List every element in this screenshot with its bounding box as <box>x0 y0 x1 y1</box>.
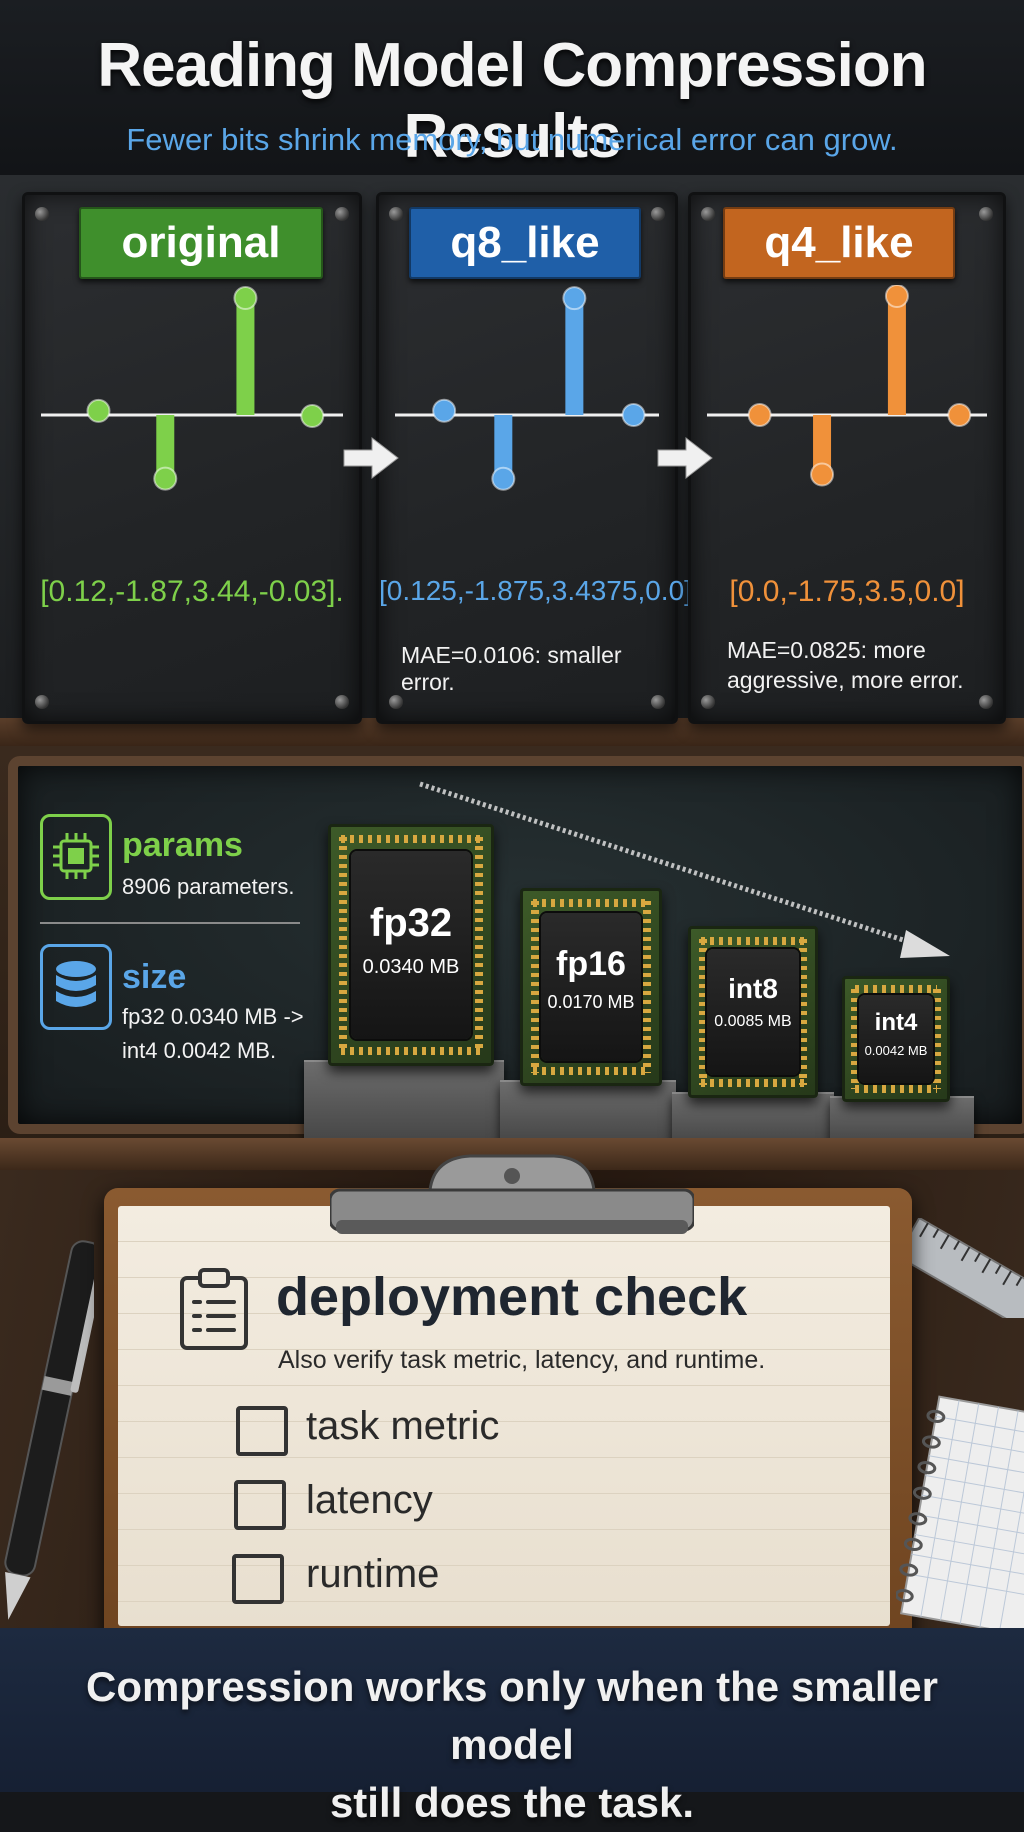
chip-name: fp16 <box>556 945 626 983</box>
rivet-icon <box>335 207 349 221</box>
flow-arrow-icon <box>343 436 399 480</box>
stem-bar <box>236 298 255 415</box>
stem-marker <box>491 466 516 491</box>
stem-marker <box>233 286 258 311</box>
rivet-icon <box>35 207 49 221</box>
footer-text: Compression works only when the smaller … <box>40 1658 984 1832</box>
stem-bar <box>156 415 175 479</box>
panel-badge: q4_like <box>723 207 955 279</box>
rivet-icon <box>979 695 993 709</box>
footer-line-2: still does the task. <box>329 1779 695 1826</box>
rivet-icon <box>335 695 349 709</box>
stem-marker <box>300 404 325 429</box>
stem-plot-q8-like <box>395 286 659 491</box>
stem-plot-original <box>41 286 343 491</box>
size-text-line-2: int4 0.0042 MB. <box>122 1038 277 1063</box>
stem-plot-q4-like <box>707 285 987 487</box>
rivet-icon <box>701 207 715 221</box>
chip-size: 0.0170 MB <box>547 992 635 1012</box>
vector-values: [0.12,-1.87,3.44,-0.03]. <box>40 575 344 608</box>
rivet-icon <box>701 695 715 709</box>
info-divider <box>40 922 300 924</box>
stem-marker <box>810 462 835 487</box>
checkbox-task-metric[interactable] <box>236 1406 288 1456</box>
stem-marker <box>884 285 909 308</box>
pedestal-int8 <box>672 1092 834 1146</box>
vector-values: [0.0,-1.75,3.5,0.0] <box>729 575 965 608</box>
mae-note: MAE=0.0825: more aggressive, more error. <box>727 637 964 693</box>
checkbox-runtime[interactable] <box>232 1554 284 1604</box>
clipboard-checklist-icon <box>180 1268 248 1350</box>
checklist-item-latency: latency <box>306 1478 433 1522</box>
params-title: params <box>122 826 243 864</box>
stem-marker <box>153 466 178 491</box>
size-text-line-1: fp32 0.0340 MB -> <box>122 1004 304 1029</box>
checklist-item-runtime: runtime <box>306 1552 440 1596</box>
chip-fp16: fp16 0.0170 MB <box>520 888 662 1086</box>
rivet-icon <box>389 695 403 709</box>
chip-int4: int4 0.0042 MB <box>842 976 950 1102</box>
panel-q4-like: q4_like [0.0,-1.75,3.5,0.0] MAE=0.0825: … <box>688 192 1006 724</box>
rivet-icon <box>389 207 403 221</box>
header <box>0 0 1024 175</box>
stem-marker <box>86 398 111 423</box>
downward-trend-arrow-icon <box>419 781 950 958</box>
stem-bar <box>565 298 584 415</box>
page-title: Reading Model Compression Results <box>97 31 927 171</box>
stem-bar <box>813 415 832 475</box>
rivet-icon <box>979 207 993 221</box>
pedestal-fp16 <box>500 1080 676 1146</box>
chip-name: fp32 <box>369 901 453 945</box>
page-subtitle: Fewer bits shrink memory, but numerical … <box>126 122 898 157</box>
checklist-title: deployment check <box>276 1267 748 1327</box>
clipboard-clip-icon <box>330 1154 694 1234</box>
stem-marker <box>562 286 587 311</box>
panel-badge: q8_like <box>409 207 641 279</box>
panel-q8-like: q8_like [0.125,-1.875,3.4375,0.0] MAE=0.… <box>376 192 692 724</box>
footer <box>0 1628 1024 1792</box>
stem-marker <box>432 398 457 423</box>
pedestal-fp32 <box>304 1060 504 1146</box>
stem-marker <box>947 403 972 427</box>
database-icon <box>40 944 112 1030</box>
chip-int8: int8 0.0085 MB <box>688 926 818 1098</box>
chip-name: int4 <box>874 1009 918 1036</box>
rivet-icon <box>651 695 665 709</box>
checkbox-latency[interactable] <box>234 1480 286 1530</box>
chip-name: int8 <box>728 973 778 1004</box>
chip-size: 0.0042 MB <box>864 1043 928 1058</box>
mae-note: MAE=0.0106: smaller error. <box>401 642 622 695</box>
flow-arrow-icon <box>657 436 713 480</box>
stem-marker <box>621 403 646 427</box>
rivet-icon <box>35 695 49 709</box>
checklist-item-task-metric: task metric <box>306 1404 500 1448</box>
notebook-icon <box>896 1395 1024 1628</box>
chip-size: 0.0340 MB <box>362 956 460 978</box>
footer-line-1: Compression works only when the smaller … <box>86 1663 938 1768</box>
stem-bar <box>494 415 513 479</box>
vector-values: [0.125,-1.875,3.4375,0.0] <box>379 575 692 606</box>
chip-fp32: fp32 0.0340 MB <box>328 824 494 1066</box>
params-text: 8906 parameters. <box>122 874 295 899</box>
stem-marker <box>747 403 772 427</box>
panel-badge: original <box>79 207 323 279</box>
pen-icon <box>4 1240 94 1620</box>
chip-size: 0.0085 MB <box>714 1013 792 1030</box>
panel-original: original [0.12,-1.87,3.44,-0.03]. <box>22 192 362 724</box>
stem-bar <box>887 296 906 415</box>
ruler-icon <box>900 1218 1024 1318</box>
chip-icon <box>40 814 112 900</box>
size-title: size <box>122 958 187 996</box>
checklist-subtitle: Also verify task metric, latency, and ru… <box>278 1346 766 1374</box>
rivet-icon <box>651 207 665 221</box>
